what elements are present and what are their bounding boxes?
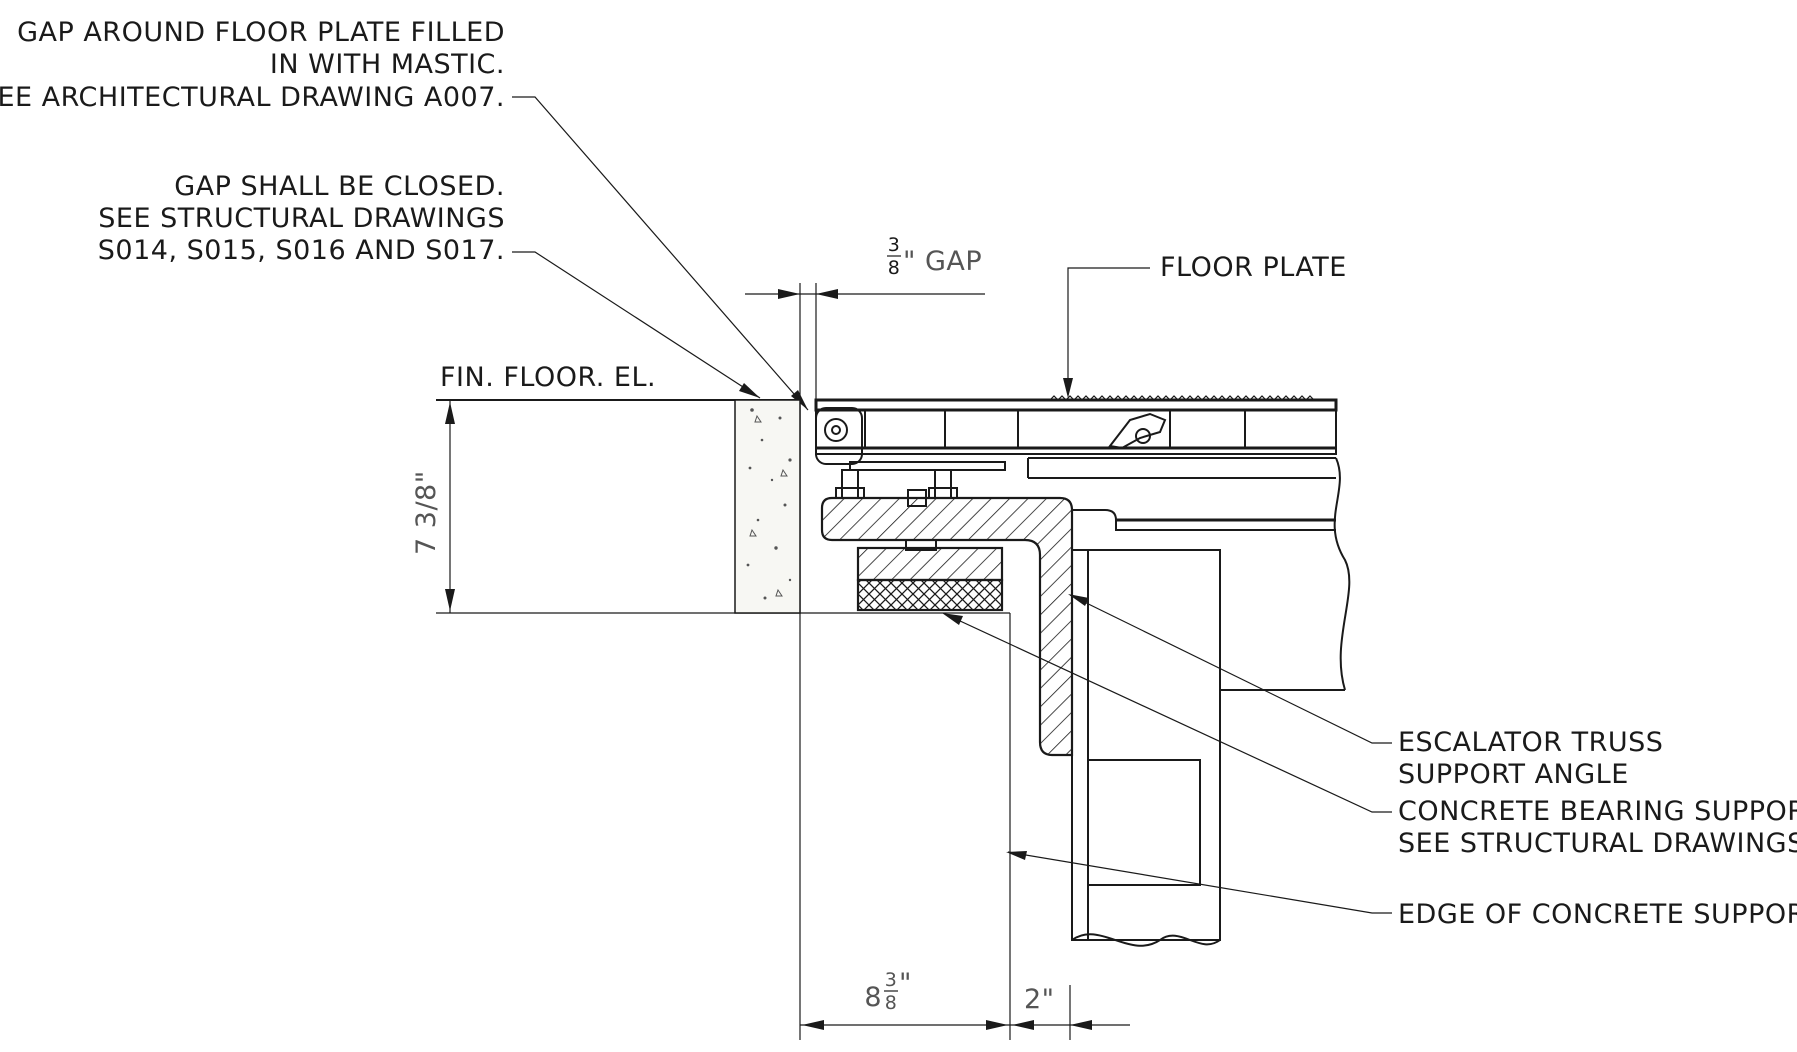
anchor-bolts <box>835 469 958 551</box>
bearing-pad-top <box>856 546 1004 582</box>
note-fin-floor-label: FIN. FLOOR. EL. <box>440 362 656 393</box>
bolt-bottom <box>905 539 937 551</box>
floor-plate-latch <box>1108 412 1167 450</box>
note-floor-plate-label: FLOOR PLATE <box>1160 252 1347 283</box>
note-edge-label: EDGE OF CONCRETE SUPPORT <box>1398 899 1797 930</box>
leader-bearing-arrow <box>942 613 963 625</box>
bolt-left <box>841 469 859 499</box>
gap-denominator: 8 <box>888 257 901 279</box>
width-numerator: 3 <box>885 969 898 991</box>
note-gap-closed-line1: GAP SHALL BE CLOSED. <box>174 171 505 202</box>
note-truss-line1: ESCALATOR TRUSS <box>1398 727 1663 758</box>
note-mastic-line3: SEE ARCHITECTURAL DRAWING A007. <box>0 82 505 113</box>
note-bearing-line2: SEE STRUCTURAL DRAWINGS <box>1398 828 1797 859</box>
floor-plate-top <box>814 398 1338 412</box>
hinge-left-pin-inner <box>831 425 841 435</box>
leader-floor-plate <box>1067 267 1150 395</box>
dimension-height: 7 3/8" <box>411 400 1010 614</box>
note-truss: ESCALATOR TRUSS SUPPORT ANGLE <box>1068 594 1663 790</box>
offset-arrow-right <box>1070 1020 1092 1030</box>
bearing-pad <box>856 546 1004 612</box>
note-edge: EDGE OF CONCRETE SUPPORT <box>1006 851 1797 930</box>
offset-label: 2" <box>1024 984 1055 1015</box>
hinge-left-pin <box>824 418 848 442</box>
gap-arrow-right <box>816 289 838 299</box>
concrete-aggregate <box>746 408 792 600</box>
latch-pin <box>1135 428 1151 444</box>
width-denominator: 8 <box>885 992 898 1014</box>
width-suffix: " <box>899 968 912 999</box>
floor-plate <box>814 395 1338 479</box>
leader-gap-closed-arrow <box>739 383 760 398</box>
floor-plate-hinge-left <box>815 407 863 465</box>
height-arrow-bottom <box>445 589 455 611</box>
note-floor-plate: FLOOR PLATE <box>1063 252 1347 398</box>
bearing-pad-bottom <box>856 578 1004 612</box>
offset-arrow-left <box>1012 1020 1034 1030</box>
note-mastic-line2: IN WITH MASTIC. <box>270 49 505 80</box>
gap-numerator: 3 <box>888 234 901 256</box>
gap-label: " GAP <box>903 246 982 277</box>
floor-plate-base-plate <box>849 461 1006 471</box>
bolt-right <box>934 469 952 499</box>
truss-support-angle <box>820 496 1074 757</box>
bolt-right-nut <box>928 487 958 499</box>
note-mastic-line1: GAP AROUND FLOOR PLATE FILLED <box>17 17 505 48</box>
width-whole: 8 <box>864 982 882 1013</box>
height-label: 7 3/8" <box>411 470 442 555</box>
truss-right-break <box>1333 457 1351 691</box>
bolt-left-nut <box>835 487 865 499</box>
leader-mastic <box>512 96 809 411</box>
leader-edge <box>1007 851 1392 914</box>
truss-column <box>1071 549 1221 941</box>
note-gap-closed-line2: SEE STRUCTURAL DRAWINGS <box>98 203 505 234</box>
truss-panel <box>1087 759 1201 886</box>
escalator-truss <box>1071 457 1351 947</box>
width-arrow-right <box>986 1020 1008 1030</box>
height-arrow-top <box>445 402 455 424</box>
leader-truss <box>1069 594 1392 744</box>
leader-edge-arrow <box>1006 851 1027 860</box>
gap-arrow-left <box>778 289 800 299</box>
note-gap-closed: GAP SHALL BE CLOSED. SEE STRUCTURAL DRAW… <box>98 171 761 399</box>
leader-gap-closed <box>512 251 761 399</box>
bolt-clip <box>907 489 927 507</box>
note-bearing: CONCRETE BEARING SUPPORT SEE STRUCTURAL … <box>942 613 1797 859</box>
dimension-width: 8 3 8 " 2" <box>800 613 1130 1040</box>
concrete-slab <box>734 399 801 614</box>
support-angle-shape <box>820 496 1074 757</box>
dimension-gap: 3 8 " GAP <box>745 234 985 1040</box>
truss-column-break <box>1071 933 1221 947</box>
leader-truss-arrow <box>1068 594 1089 606</box>
note-bearing-line1: CONCRETE BEARING SUPPORT <box>1398 796 1797 827</box>
note-mastic: GAP AROUND FLOOR PLATE FILLED IN WITH MA… <box>0 17 809 411</box>
concrete-slab-section <box>734 399 801 614</box>
note-fin-floor: FIN. FLOOR. EL. <box>436 362 800 401</box>
width-arrow-left <box>802 1020 824 1030</box>
floor-plate-serrations <box>1049 395 1315 401</box>
note-truss-line2: SUPPORT ANGLE <box>1398 759 1629 790</box>
note-gap-closed-line3: S014, S015, S016 AND S017. <box>98 235 505 266</box>
leader-floor-plate-arrow <box>1063 378 1073 398</box>
